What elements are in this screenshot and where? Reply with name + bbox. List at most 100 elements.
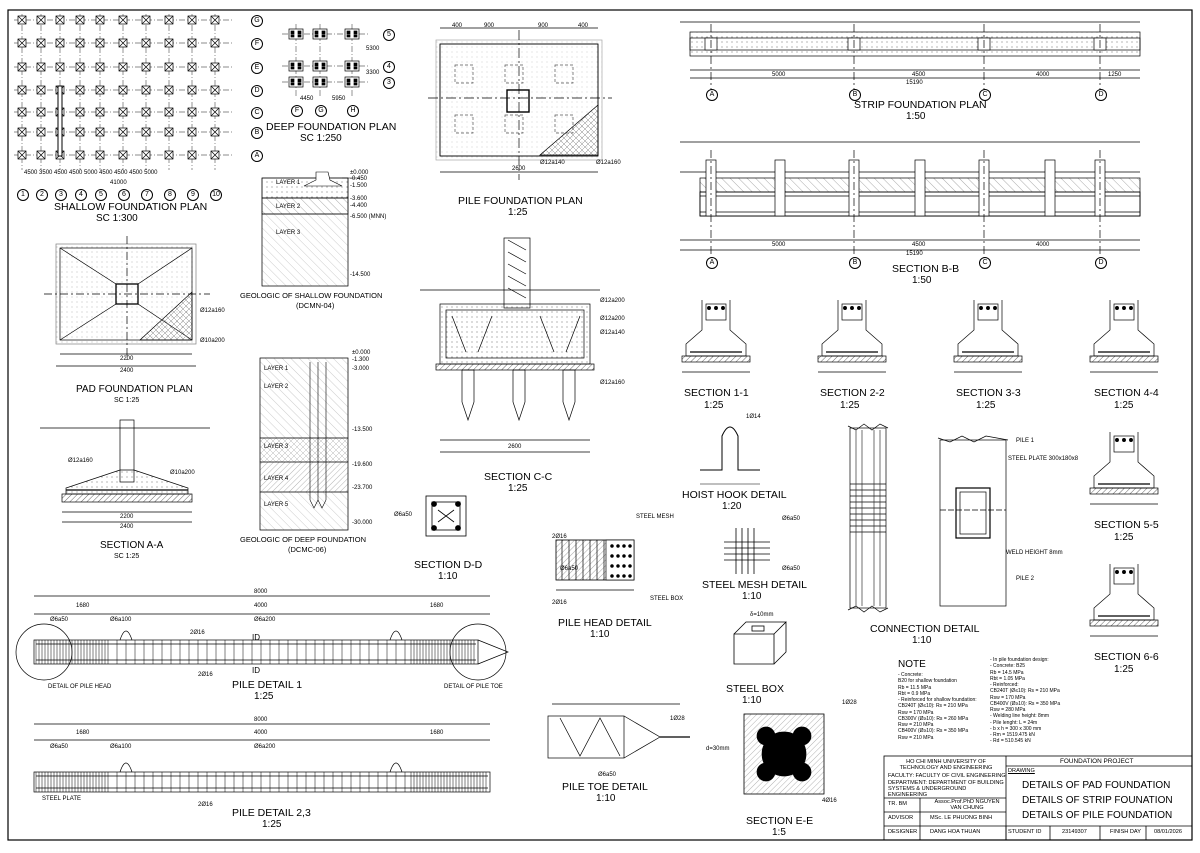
tb-university: HO CHI MINH UNIVERSITY OF TECHNOLOGY AND… [899, 759, 993, 771]
note-line: Rb = 11.5 MPa [898, 684, 932, 691]
tb-student-id-label: STUDENT ID [1008, 829, 1042, 835]
rebar-callout: Ø6a50 [598, 772, 617, 778]
note-line: Rsw = 280 MPa [990, 707, 1026, 713]
title-section-aa: SECTION A-A [100, 540, 164, 551]
scale-section-cc: 1:25 [508, 483, 528, 494]
deep-row-bubble: 3 [383, 77, 395, 89]
footing-symbol [164, 15, 174, 25]
tb-trbm: TR. BM [888, 801, 907, 807]
sheet-border [7, 9, 1193, 841]
cc-dim-total: 2600 [508, 444, 522, 450]
hoist-hook-detail [700, 426, 760, 485]
pad-foundation-plan [44, 236, 210, 367]
steel-mesh-detail [724, 528, 770, 574]
note-line: - b x h = 300 x 300 mm [990, 725, 1042, 732]
footing-symbol [187, 85, 197, 95]
deep-row-bubble: 5 [383, 29, 395, 41]
code-geo-deep: (DCMC-06) [288, 545, 327, 554]
shallow-dim-string: 4500 3500 4500 4500 5000 4500 4500 4500 … [24, 170, 158, 176]
rebar-callout: Ø6a100 [110, 744, 132, 750]
strip-dim-total: 15190 [906, 80, 923, 86]
scale-s55: 1:25 [1114, 532, 1134, 543]
note-line: - Reinforced: [990, 682, 1019, 688]
geo-level: -23.700 [352, 485, 373, 491]
footing-symbol [118, 38, 128, 48]
grid-col-bubble: 7 [141, 189, 153, 201]
grid-col-bubble: 8 [164, 189, 176, 201]
scale-s44: 1:25 [1114, 400, 1134, 411]
deep-foundation-plan [282, 24, 370, 96]
title-piledetail1: PILE DETAIL 1 [232, 679, 303, 691]
note-line: Rsw = 170 MPa [898, 709, 934, 716]
section-b-b [680, 141, 1141, 262]
id-label: ID [252, 633, 260, 642]
grid-row-bubble: G [251, 15, 263, 27]
footing-symbol [17, 150, 27, 160]
aa-dim-w: 2200 [120, 514, 134, 520]
footing-symbol [75, 15, 85, 25]
footing-symbol [75, 38, 85, 48]
footing-symbol [210, 150, 220, 160]
pad-dim-total: 2400 [120, 368, 134, 374]
title-s11: SECTION 1-1 [684, 387, 749, 399]
scale-pilehead: 1:10 [590, 629, 610, 640]
geo-level: -30.000 [352, 520, 373, 526]
title-hoist: HOIST HOOK DETAIL [682, 489, 787, 501]
title-section-dd: SECTION D-D [414, 559, 483, 571]
title-pilehead: PILE HEAD DETAIL [558, 617, 652, 629]
connection-detail [847, 423, 1009, 613]
geo-layer: LAYER 3 [264, 444, 289, 450]
title-s22: SECTION 2-2 [820, 387, 885, 399]
footing-symbol [17, 127, 27, 137]
title-geo-deep: GEOLOGIC OF DEEP FOUNDATION [240, 535, 366, 544]
steel-box [733, 621, 787, 665]
steel-plate-label: STEEL PLATE [42, 796, 82, 802]
footing-symbol [118, 62, 128, 72]
strip-col-bubble: B [849, 89, 861, 101]
pile-detail-1 [15, 595, 509, 681]
tb-project: FOUNDATION PROJECT [1060, 758, 1134, 765]
detail-pile-head-label: DETAIL OF PILE HEAD [48, 684, 112, 690]
scale-pad: SC 1:25 [114, 397, 140, 404]
scale-section-bb: 1:50 [912, 275, 932, 286]
geo-level: -14.500 [350, 272, 371, 278]
geo-layer: LAYER 2 [276, 204, 301, 210]
bb-col-bubble: D [1095, 257, 1107, 269]
aa-dim-total: 2400 [120, 524, 134, 530]
rebar-callout: Ø6a50 [782, 516, 801, 522]
footing-symbol [95, 127, 105, 137]
deep-col-bubble: H [347, 105, 359, 117]
footing-symbol [210, 15, 220, 25]
pad-dim-w: 2200 [120, 356, 134, 362]
footing-symbol [36, 62, 46, 72]
pile-cap-symbol [288, 76, 304, 88]
grid-col-bubble: 5 [95, 189, 107, 201]
detail-pile-toe-label: DETAIL OF PILE TOE [444, 684, 503, 690]
pile-head-detail [555, 539, 635, 591]
pile23-seg-4: 4000 [254, 730, 268, 736]
footing-symbol [36, 15, 46, 25]
footing-symbol [17, 85, 27, 95]
d30-label: d=30mm [706, 746, 730, 752]
footing-symbol [187, 150, 197, 160]
pile-cap-symbol [312, 60, 328, 72]
geo-level: -19.600 [352, 462, 373, 468]
footing-symbol [95, 107, 105, 117]
note-line: - Welding line height: 8mm [990, 713, 1050, 720]
pile1-len: 8000 [254, 589, 268, 595]
footing-symbol [75, 127, 85, 137]
footing-symbol [95, 38, 105, 48]
title-piletoe: PILE TOE DETAIL [562, 781, 648, 793]
note-right-col: - In pile foundation design:- Concrete: … [990, 657, 1090, 745]
rebar-callout: Ø10a200 [170, 470, 195, 476]
note-line: - Reinforced for shallow foundation: [898, 697, 977, 703]
scale-section-dd: 1:10 [438, 571, 458, 582]
footing-symbol [141, 38, 151, 48]
grid-col-bubble: 9 [187, 189, 199, 201]
rebar-callout: Ø6a50 [50, 617, 69, 623]
title-connection: CONNECTION DETAIL [870, 623, 980, 635]
strip-col-bubble: D [1095, 89, 1107, 101]
title-mesh: STEEL MESH DETAIL [702, 579, 808, 591]
tb-faculty: FACULTY: FACULTY OF CIVIL ENGINEERING [888, 773, 1006, 779]
footing-symbol [141, 15, 151, 25]
